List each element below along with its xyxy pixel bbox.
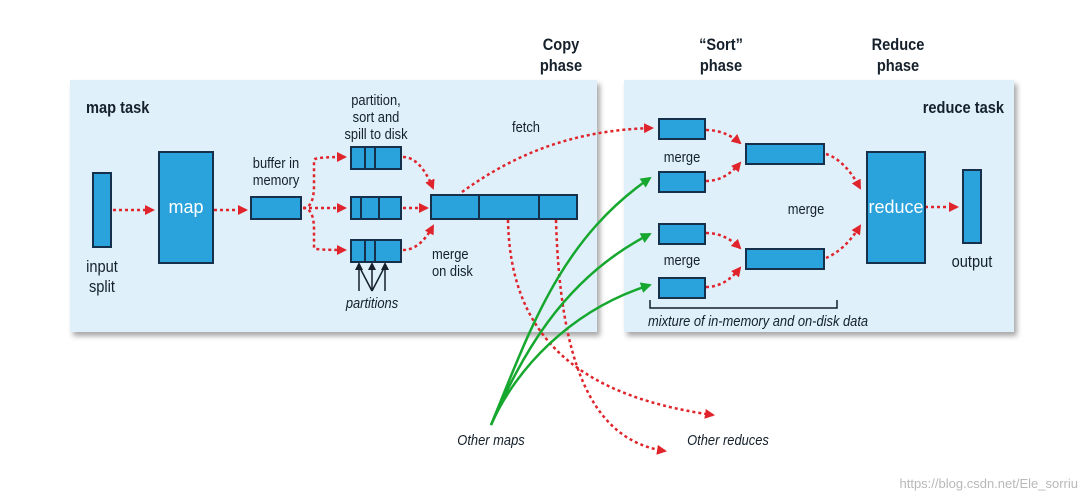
merge-mid-label: merge <box>787 201 825 218</box>
reduce-task-title: reduce task <box>922 98 1004 117</box>
input-split-box <box>92 172 112 248</box>
merge-bottom-label: merge <box>663 252 701 269</box>
partitions-label: partitions <box>345 295 399 312</box>
output-box <box>962 169 982 244</box>
green-arrow-2 <box>489 232 652 426</box>
arrow-r1-to-merge-top <box>705 128 742 145</box>
green-arrow-1 <box>489 176 652 426</box>
arrow-spill3-to-merge <box>402 224 435 252</box>
map-box: map <box>158 151 214 264</box>
reduce-label: reduce <box>868 197 924 217</box>
other-reduces-label: Other reduces <box>687 432 769 449</box>
arrow-buffer-to-spill1 <box>302 152 347 210</box>
mixture-bracket <box>649 300 838 309</box>
spill-file-2 <box>350 196 402 220</box>
buffer-box <box>250 196 302 220</box>
arrow-r3-to-merge-bottom <box>705 231 742 250</box>
merge-top-label: merge <box>663 149 701 166</box>
arrow-to-other-reduce-1 <box>506 219 715 419</box>
merged-file <box>430 194 578 220</box>
spill-file-3 <box>350 239 402 263</box>
map-label: map <box>168 197 204 217</box>
arrow-r2-to-merge-top <box>705 161 742 183</box>
merge-output-bottom <box>745 248 825 270</box>
merge-output-top <box>745 143 825 165</box>
fetch-label: fetch <box>512 119 540 136</box>
other-maps-label: Other maps <box>457 432 525 449</box>
reduce-input-1 <box>658 118 706 140</box>
output-label: output <box>951 252 993 271</box>
reduce-input-2 <box>658 171 706 193</box>
partitions-pointer-3b <box>371 267 385 292</box>
arrow-merge-bottom-to-reduce <box>825 224 862 260</box>
map-task-title: map task <box>86 98 150 117</box>
watermark: https://blog.csdn.net/Ele_sorriu <box>899 476 1079 491</box>
green-arrow-3 <box>489 282 652 426</box>
reduce-box: reduce <box>866 151 926 264</box>
spill-file-1 <box>350 146 402 170</box>
reduce-input-4 <box>658 277 706 299</box>
mixture-label: mixture of in-memory and on-disk data <box>648 313 869 330</box>
reduce-input-3 <box>658 223 706 245</box>
arrow-spill1-to-merge <box>402 155 435 190</box>
arrow-buffer-to-spill3 <box>302 206 347 255</box>
arrow-merge-top-to-reduce <box>825 152 862 190</box>
arrow-r4-to-merge-bottom <box>705 266 742 289</box>
sort-phase-label: “Sort”phase <box>699 35 743 75</box>
arrow-fetch <box>461 123 654 194</box>
partitions-pointer-1b <box>359 267 373 292</box>
